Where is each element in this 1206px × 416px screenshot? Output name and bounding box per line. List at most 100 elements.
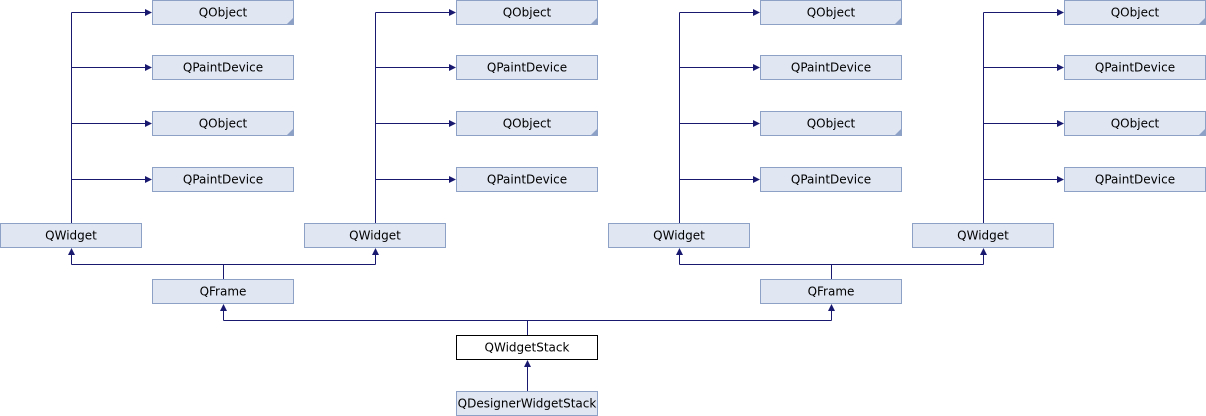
qwidget-label: QWidget — [957, 229, 1009, 243]
qwidget-node[interactable]: QWidget — [608, 223, 750, 248]
qwidget-label: QWidget — [653, 229, 705, 243]
arrow-head-icon — [449, 120, 456, 127]
qpaintdevice-box — [760, 167, 902, 192]
qobject-label: QObject — [199, 6, 248, 20]
qpaintdevice-node[interactable]: QPaintDevice — [1064, 55, 1206, 80]
arrow-head-icon — [68, 248, 75, 255]
arrow-head-icon — [372, 248, 379, 255]
qwidgetstack-node[interactable]: QWidgetStack — [456, 335, 598, 360]
qframe-label: QFrame — [200, 285, 247, 299]
arrow-head-icon — [980, 248, 987, 255]
qwidget-label: QWidget — [45, 229, 97, 243]
qwidget-node[interactable]: QWidget — [304, 223, 446, 248]
collapsed-corner-icon — [287, 129, 293, 135]
qpaintdevice-box — [1064, 55, 1206, 80]
qframe-node[interactable]: QFrame — [152, 279, 294, 304]
qframe-box — [760, 279, 902, 304]
qpaintdevice-box — [152, 55, 294, 80]
qobject-box — [760, 111, 902, 136]
qpaintdevice-label: QPaintDevice — [183, 61, 263, 75]
qwidget-box — [912, 223, 1054, 248]
qwidget-box — [304, 223, 446, 248]
collapsed-corner-icon — [895, 129, 901, 135]
arrow-head-icon — [828, 304, 835, 311]
edges — [68, 9, 1064, 391]
collapsed-corner-icon — [591, 18, 597, 24]
arrow-head-icon — [449, 9, 456, 16]
qpaintdevice-label: QPaintDevice — [1095, 173, 1175, 187]
arrow-head-icon — [753, 9, 760, 16]
qframe-box — [152, 279, 294, 304]
qobject-node[interactable]: QObject — [1064, 111, 1206, 136]
qpaintdevice-node[interactable]: QPaintDevice — [152, 55, 294, 80]
qobject-node[interactable]: QObject — [456, 0, 598, 25]
qpaintdevice-label: QPaintDevice — [791, 61, 871, 75]
arrow-head-icon — [145, 176, 152, 183]
qpaintdevice-label: QPaintDevice — [487, 61, 567, 75]
collapsed-corner-icon — [1199, 18, 1205, 24]
qframe-label: QFrame — [808, 285, 855, 299]
qpaintdevice-label: QPaintDevice — [183, 173, 263, 187]
qobject-label: QObject — [1111, 6, 1160, 20]
collapsed-corner-icon — [895, 18, 901, 24]
qobject-box — [152, 0, 294, 25]
qwidget-label: QWidget — [349, 229, 401, 243]
qpaintdevice-node[interactable]: QPaintDevice — [760, 55, 902, 80]
arrow-head-icon — [1057, 64, 1064, 71]
qobject-label: QObject — [503, 117, 552, 131]
qpaintdevice-label: QPaintDevice — [791, 173, 871, 187]
qpaintdevice-node[interactable]: QPaintDevice — [1064, 167, 1206, 192]
qobject-node[interactable]: QObject — [760, 111, 902, 136]
qobject-label: QObject — [1111, 117, 1160, 131]
arrow-head-icon — [145, 64, 152, 71]
qobject-label: QObject — [503, 6, 552, 20]
qobject-label: QObject — [807, 6, 856, 20]
qobject-label: QObject — [807, 117, 856, 131]
qframe-node[interactable]: QFrame — [760, 279, 902, 304]
qpaintdevice-label: QPaintDevice — [1095, 61, 1175, 75]
arrow-head-icon — [1057, 9, 1064, 16]
qobject-node[interactable]: QObject — [152, 111, 294, 136]
qpaintdevice-node[interactable]: QPaintDevice — [456, 167, 598, 192]
qobject-box — [456, 0, 598, 25]
arrow-head-icon — [145, 120, 152, 127]
arrow-head-icon — [449, 64, 456, 71]
qpaintdevice-box — [760, 55, 902, 80]
qwidgetstack-box — [456, 335, 598, 360]
arrow-head-icon — [676, 248, 683, 255]
qwidgetstack-label: QWidgetStack — [485, 341, 570, 355]
qobject-label: QObject — [199, 117, 248, 131]
qwidget-box — [608, 223, 750, 248]
qobject-node[interactable]: QObject — [760, 0, 902, 25]
qpaintdevice-box — [1064, 167, 1206, 192]
qpaintdevice-node[interactable]: QPaintDevice — [152, 167, 294, 192]
qobject-box — [760, 0, 902, 25]
arrow-head-icon — [753, 176, 760, 183]
collapsed-corner-icon — [1199, 129, 1205, 135]
collapsed-corner-icon — [287, 18, 293, 24]
qwidget-node[interactable]: QWidget — [0, 223, 142, 248]
qdesignerwidgetstack-node[interactable]: QDesignerWidgetStack — [456, 391, 598, 416]
arrow-head-icon — [449, 176, 456, 183]
qobject-box — [456, 111, 598, 136]
qpaintdevice-node[interactable]: QPaintDevice — [760, 167, 902, 192]
arrow-head-icon — [524, 360, 531, 367]
qpaintdevice-box — [152, 167, 294, 192]
qdesignerwidgetstack-box — [456, 391, 598, 416]
qpaintdevice-box — [456, 167, 598, 192]
qobject-node[interactable]: QObject — [152, 0, 294, 25]
qobject-node[interactable]: QObject — [456, 111, 598, 136]
qdesignerwidgetstack-label: QDesignerWidgetStack — [458, 397, 597, 411]
qwidget-box — [0, 223, 142, 248]
arrow-head-icon — [145, 9, 152, 16]
qwidget-node[interactable]: QWidget — [912, 223, 1054, 248]
qobject-node[interactable]: QObject — [1064, 0, 1206, 25]
qpaintdevice-node[interactable]: QPaintDevice — [456, 55, 598, 80]
arrow-head-icon — [1057, 120, 1064, 127]
qpaintdevice-box — [456, 55, 598, 80]
qpaintdevice-label: QPaintDevice — [487, 173, 567, 187]
arrow-head-icon — [1057, 176, 1064, 183]
qobject-box — [152, 111, 294, 136]
